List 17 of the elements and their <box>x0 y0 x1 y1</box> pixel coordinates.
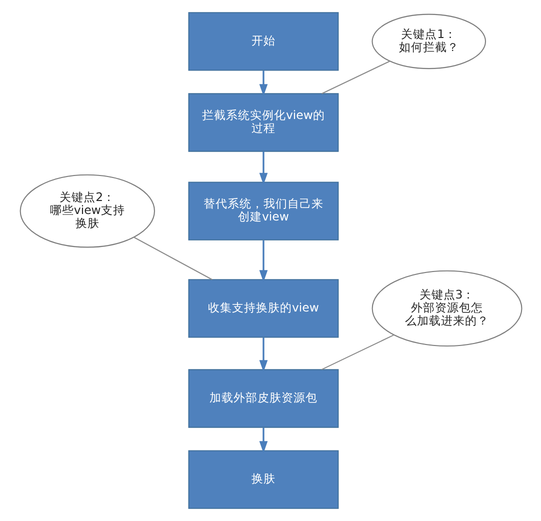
node-box: 拦截系统实例化view的过程 <box>188 93 338 152</box>
node-ellipse: 关键点3：外部资源包怎么加载进来的？ <box>371 270 522 347</box>
connector <box>320 334 394 370</box>
node-box: 加载外部皮肤资源包 <box>188 369 338 428</box>
connector <box>321 60 390 94</box>
node-box: 替代系统，我们自己来创建view <box>188 182 338 240</box>
arrow <box>258 428 268 454</box>
arrow <box>258 151 268 185</box>
node-box: 开始 <box>188 12 338 71</box>
arrow <box>258 240 268 282</box>
node-box: 换肤 <box>188 450 338 509</box>
node-ellipse: 关键点2：哪些view支持换肤 <box>19 174 155 248</box>
connector <box>133 236 212 280</box>
node-box: 收集支持换肤的view <box>188 279 338 338</box>
arrow <box>258 337 268 372</box>
node-ellipse: 关键点1：如何拦截？ <box>371 14 486 70</box>
arrow <box>258 70 268 96</box>
